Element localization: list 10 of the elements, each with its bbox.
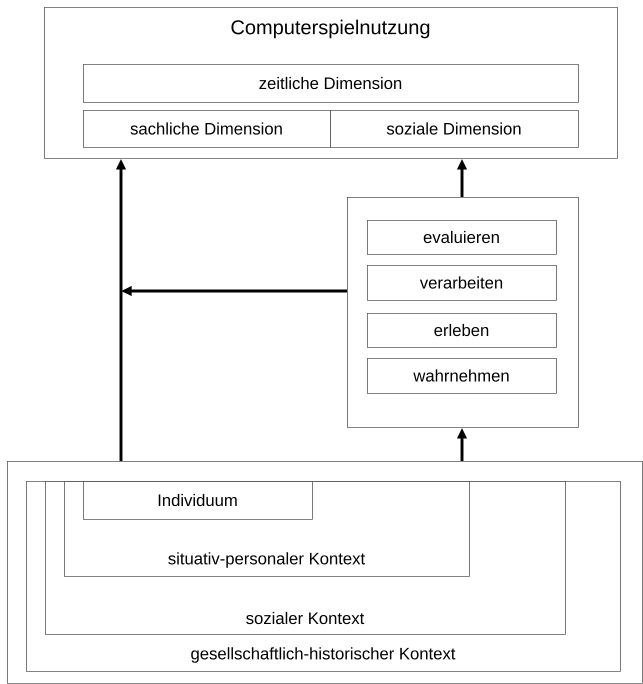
frame-box <box>7 461 643 684</box>
table-cell: soziale Dimension <box>330 110 579 148</box>
label-box: wahrnehmen <box>367 358 557 394</box>
label-box: Individuum <box>83 481 313 520</box>
label-box: verarbeiten <box>367 265 557 301</box>
table-cell: sachliche Dimension <box>83 110 331 148</box>
label-box: evaluieren <box>367 220 557 255</box>
table-cell: zeitliche Dimension <box>83 64 579 103</box>
frame-box <box>347 197 579 428</box>
label-box: erleben <box>367 313 557 348</box>
